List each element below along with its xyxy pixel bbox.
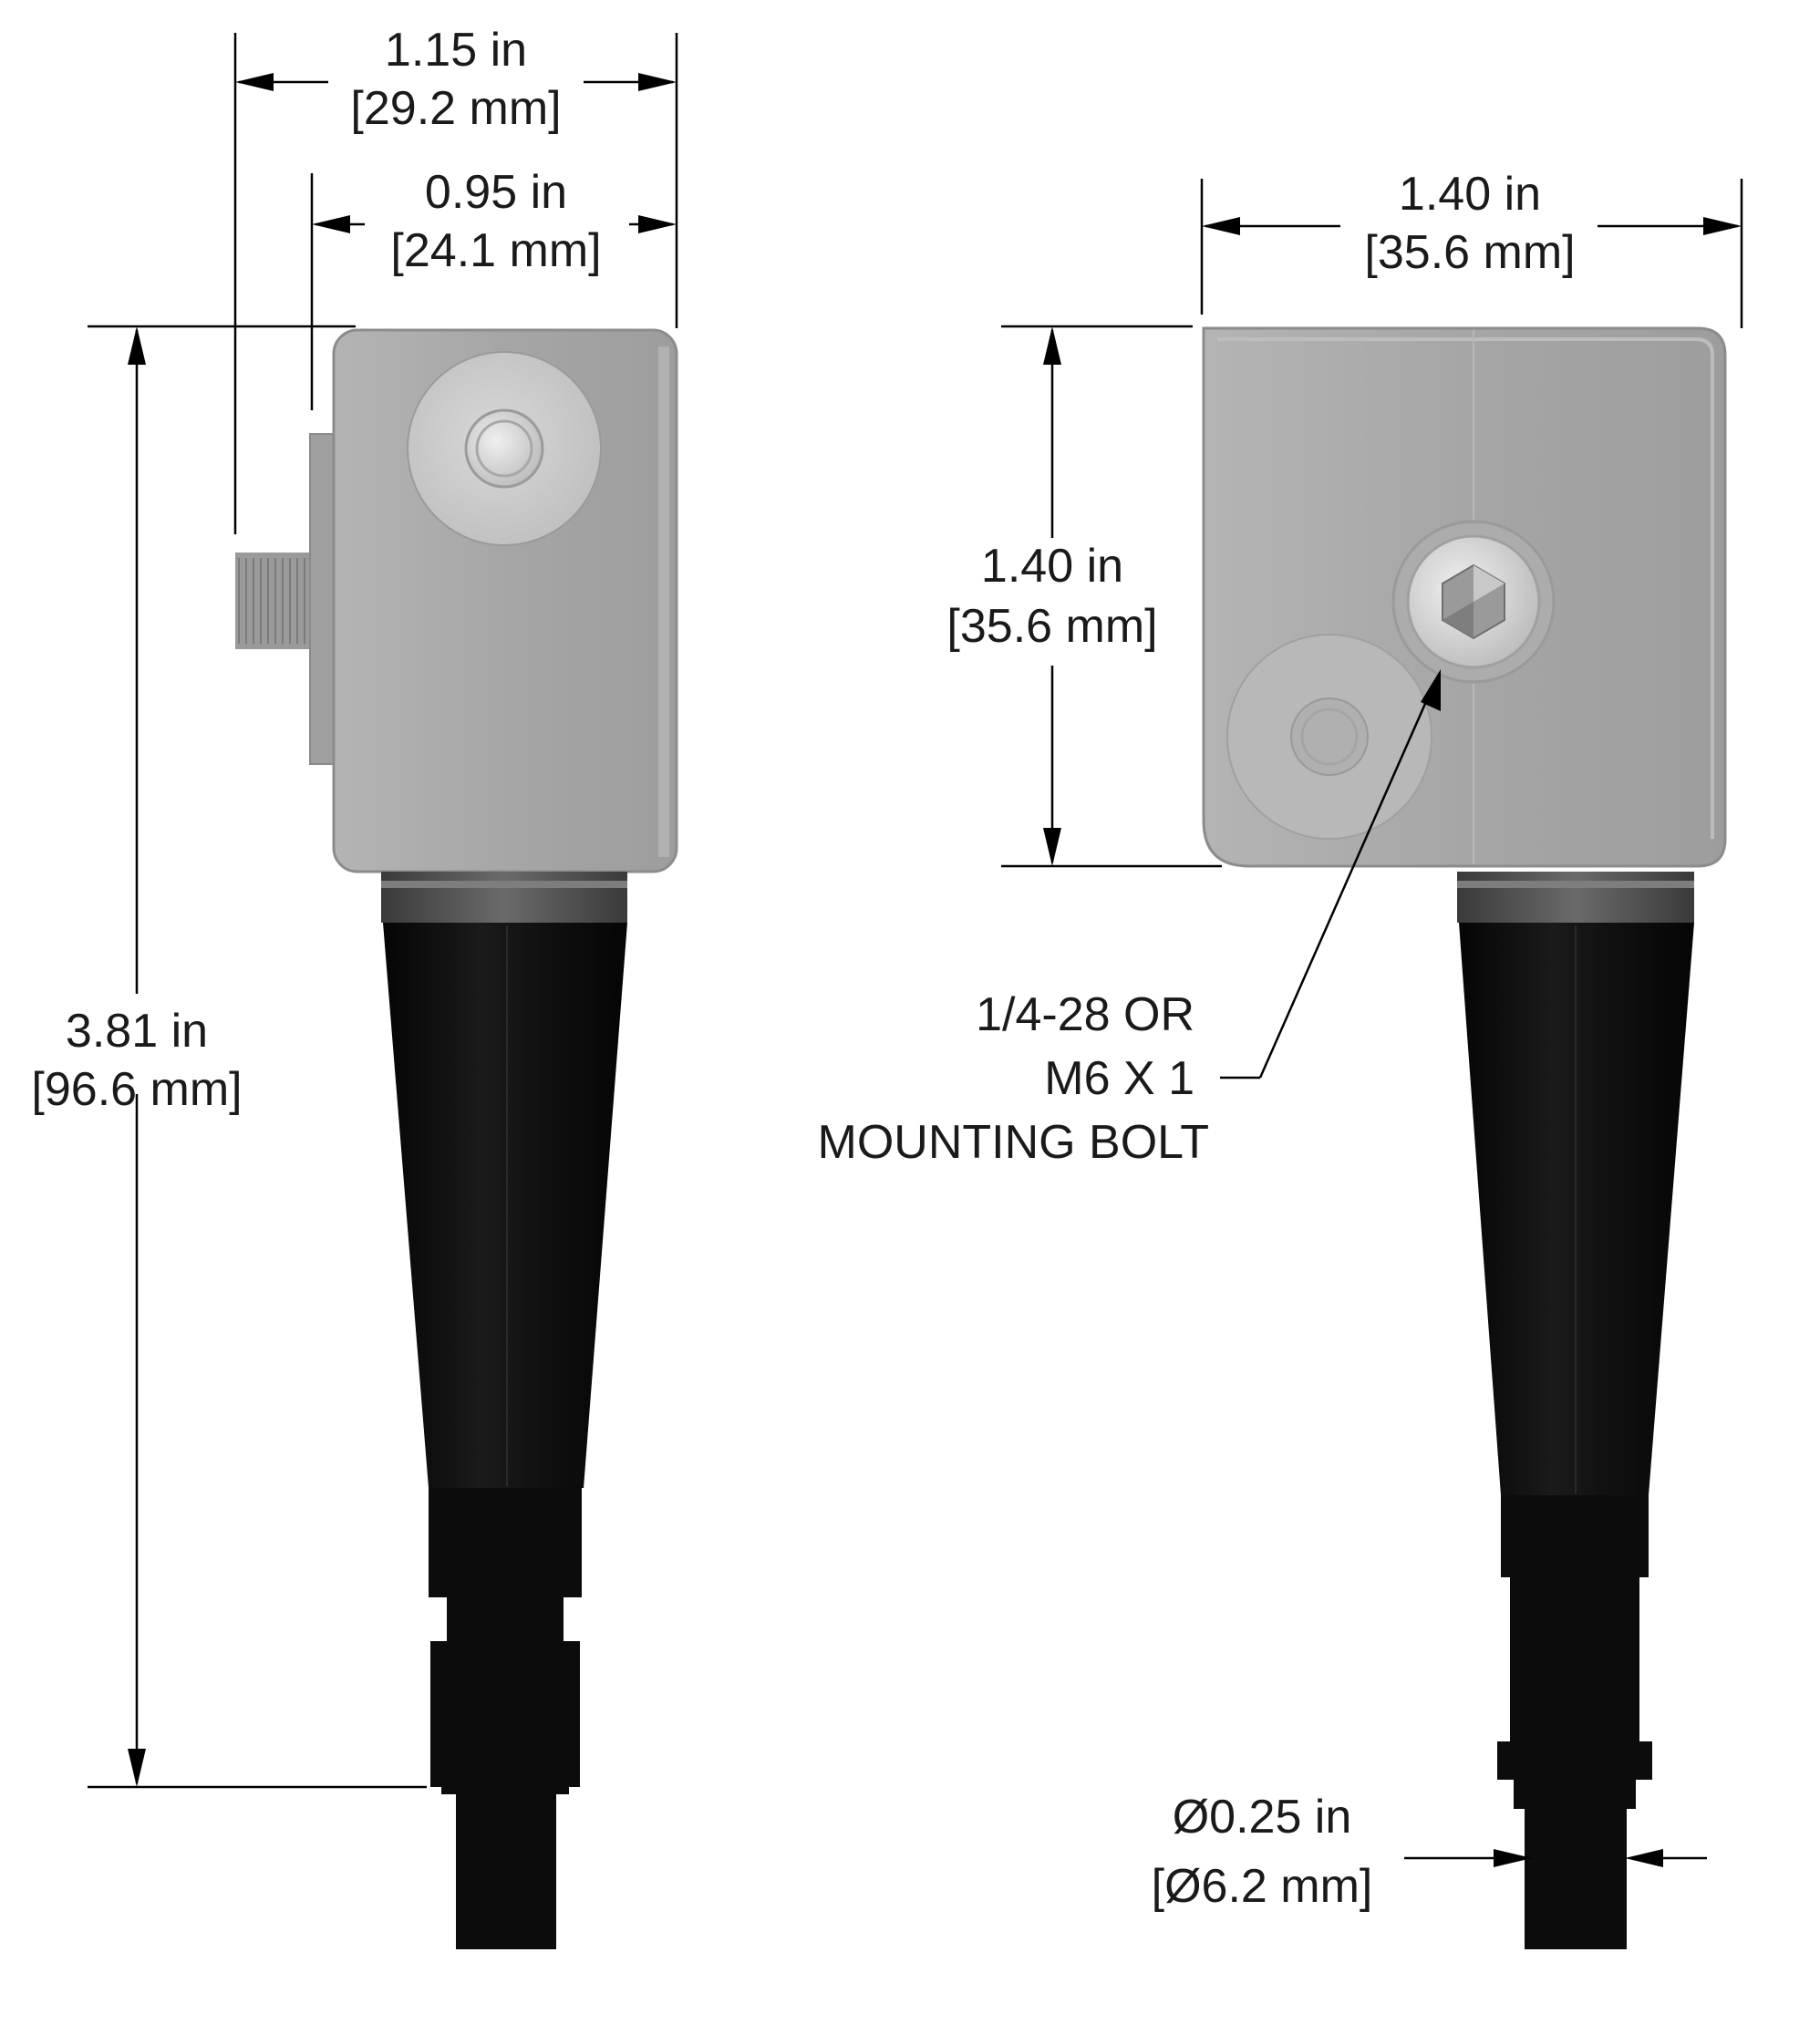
front-collar	[1457, 872, 1694, 923]
callout-line-2: M6 X 1	[1044, 1052, 1194, 1105]
front-width-mm: [35.6 mm]	[1364, 226, 1575, 279]
front-width-inch: 1.40 in	[1399, 168, 1541, 221]
front-cable	[1497, 1495, 1652, 1949]
cable-diameter-mm: [Ø6.2 mm]	[1152, 1860, 1373, 1913]
cable-diameter-inch: Ø0.25 in	[1173, 1791, 1352, 1844]
front-height-mm: [35.6 mm]	[946, 600, 1157, 653]
side-body-width-inch: 0.95 in	[425, 166, 567, 219]
side-overall-width-mm: [29.2 mm]	[350, 82, 561, 135]
dimension-labels: 1.15 in [29.2 mm] 0.95 in [24.1 mm] 3.81…	[31, 24, 1575, 1913]
front-view	[1202, 326, 1727, 1949]
side-cable-boot	[383, 923, 627, 1488]
threaded-stud	[235, 553, 310, 649]
dimension-lines	[88, 33, 1743, 1867]
callout-line-1: 1/4-28 OR	[976, 988, 1194, 1041]
side-overall-width-inch: 1.15 in	[385, 24, 527, 77]
side-mounting-plate	[309, 433, 336, 765]
front-height-inch: 1.40 in	[981, 540, 1123, 593]
side-view	[235, 328, 678, 1949]
callout-line-3: MOUNTING BOLT	[818, 1116, 1209, 1169]
side-body-width-mm: [24.1 mm]	[390, 224, 601, 277]
side-collar	[381, 872, 627, 923]
side-cable	[429, 1488, 582, 1949]
overall-height-mm: [96.6 mm]	[31, 1063, 242, 1116]
overall-height-inch: 3.81 in	[66, 1005, 208, 1058]
